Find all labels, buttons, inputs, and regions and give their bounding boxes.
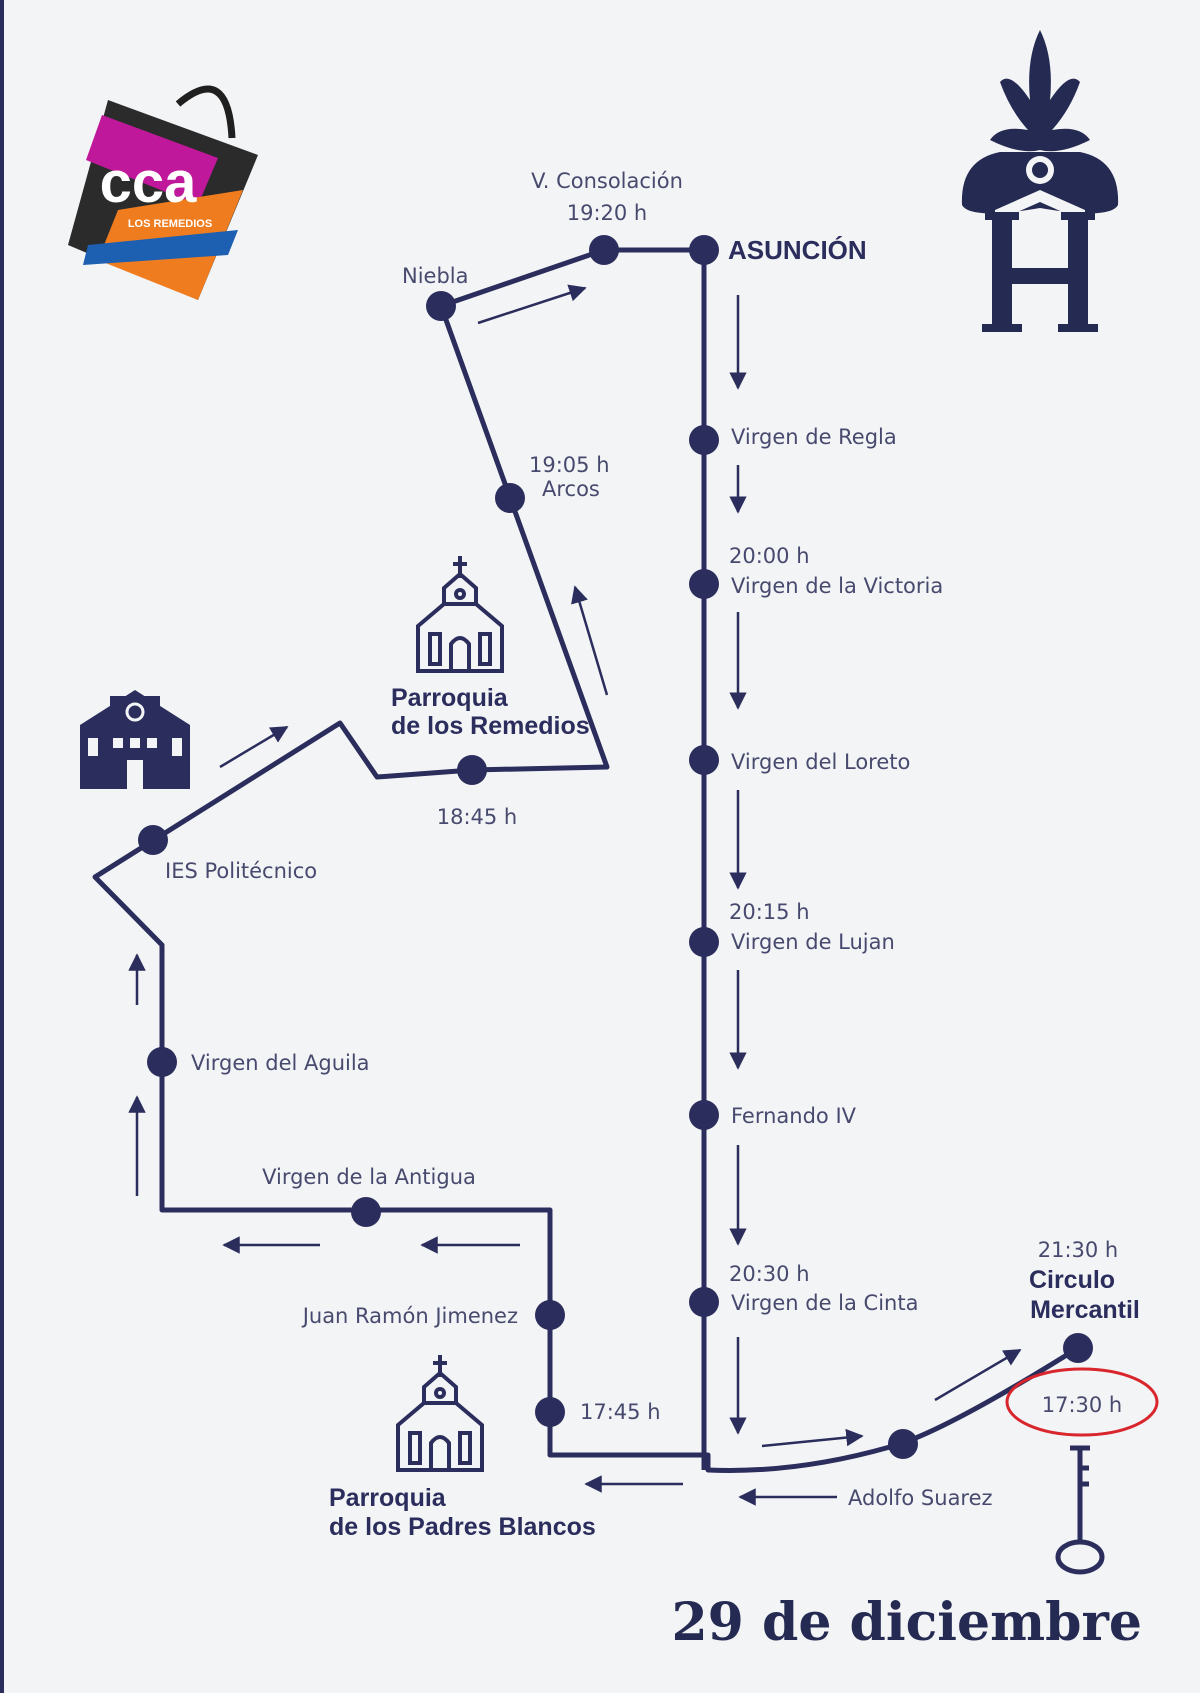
parroquia-remedios-line2: de los Remedios: [391, 712, 590, 740]
stop-dot-v-consolacion: [589, 235, 619, 265]
virgen-lujan-name: Virgen de Lujan: [731, 930, 895, 954]
juan-ramon-label: Juan Ramón Jimenez: [301, 1304, 518, 1328]
circulo-mercantil-name-2: Mercantil: [1030, 1296, 1140, 1324]
stop-dot-fernando-iv: [689, 1100, 719, 1130]
virgen-cinta-name: Virgen de la Cinta: [731, 1291, 918, 1315]
church-icon: [416, 556, 504, 673]
adolfo-suarez-label: Adolfo Suarez: [848, 1486, 993, 1510]
cca-logo: cca LOS REMEDIOS: [68, 85, 258, 300]
v-consolacion-name: V. Consolación: [531, 169, 683, 193]
stop-dot-virgen-antigua: [351, 1197, 381, 1227]
virgen-antigua-label: Virgen de la Antigua: [262, 1165, 476, 1189]
parroquia-remedios-line1: Parroquia: [391, 684, 509, 712]
padres-blancos-time: 17:45 h: [580, 1400, 661, 1424]
stop-dot-virgen-regla: [689, 425, 719, 455]
stop-dot-virgen-victoria: [689, 569, 719, 599]
stop-dots: [138, 235, 1093, 1459]
virgen-victoria-name: Virgen de la Victoria: [731, 574, 943, 598]
ies-politecnico-label: IES Politécnico: [165, 859, 317, 883]
stop-dot-remedios: [457, 755, 487, 785]
asuncion-label: ASUNCIÓN: [728, 235, 867, 265]
stop-dot-virgen-loreto: [689, 745, 719, 775]
stop-dot-niebla: [426, 291, 456, 321]
stop-dot-virgen-aguila: [147, 1047, 177, 1077]
niebla-label: Niebla: [402, 264, 469, 288]
key-icon: [1055, 1445, 1105, 1575]
virgen-victoria-time: 20:00 h: [729, 544, 810, 568]
stop-dot-asuncion: [689, 235, 719, 265]
stop-dot-juan-ramon: [535, 1300, 565, 1330]
route-line: [92, 247, 1080, 1473]
arcos-name: Arcos: [542, 477, 600, 501]
virgen-cinta-time: 20:30 h: [729, 1262, 810, 1286]
stop-dot-padres-blancos: [535, 1397, 565, 1427]
parroquia-padres-blancos-line2: de los Padres Blancos: [329, 1513, 596, 1541]
date-title: 29 de diciembre: [672, 1592, 1143, 1653]
fernando-iv-label: Fernando IV: [731, 1104, 857, 1128]
virgen-aguila-label: Virgen del Aguila: [191, 1051, 370, 1075]
stop-dot-arcos: [495, 483, 525, 513]
virgen-regla-label: Virgen de Regla: [731, 425, 897, 449]
arcos-time: 19:05 h: [529, 453, 610, 477]
circulo-mercantil-time: 21:30 h: [1038, 1238, 1119, 1262]
start-time: 17:30 h: [1042, 1393, 1123, 1417]
church-icon: [396, 1355, 484, 1472]
school-building-icon: [80, 690, 190, 789]
stop-labels: V. Consolación 19:20 h ASUNCIÓN Niebla 1…: [165, 169, 1140, 1541]
direction-arrows: [128, 284, 1022, 1506]
virgen-loreto-label: Virgen del Loreto: [731, 750, 910, 774]
circulo-mercantil-name-1: Circulo: [1029, 1266, 1115, 1294]
remedios-time: 18:45 h: [437, 805, 518, 829]
h-crest-logo: [961, 30, 1119, 332]
stop-dot-virgen-lujan: [689, 927, 719, 957]
stop-dot-virgen-cinta: [689, 1287, 719, 1317]
cca-logo-brand: cca: [100, 150, 198, 215]
cca-logo-subtitle: LOS REMEDIOS: [128, 218, 212, 230]
v-consolacion-time: 19:20 h: [567, 201, 648, 225]
stop-dot-adolfo-suarez: [888, 1429, 918, 1459]
start-time-highlight: [1005, 1367, 1159, 1437]
stop-dot-circulo-mercantil: [1063, 1333, 1093, 1363]
parroquia-padres-blancos-line1: Parroquia: [329, 1484, 447, 1512]
virgen-lujan-time: 20:15 h: [729, 900, 810, 924]
stop-dot-ies-politecnico: [138, 825, 168, 855]
